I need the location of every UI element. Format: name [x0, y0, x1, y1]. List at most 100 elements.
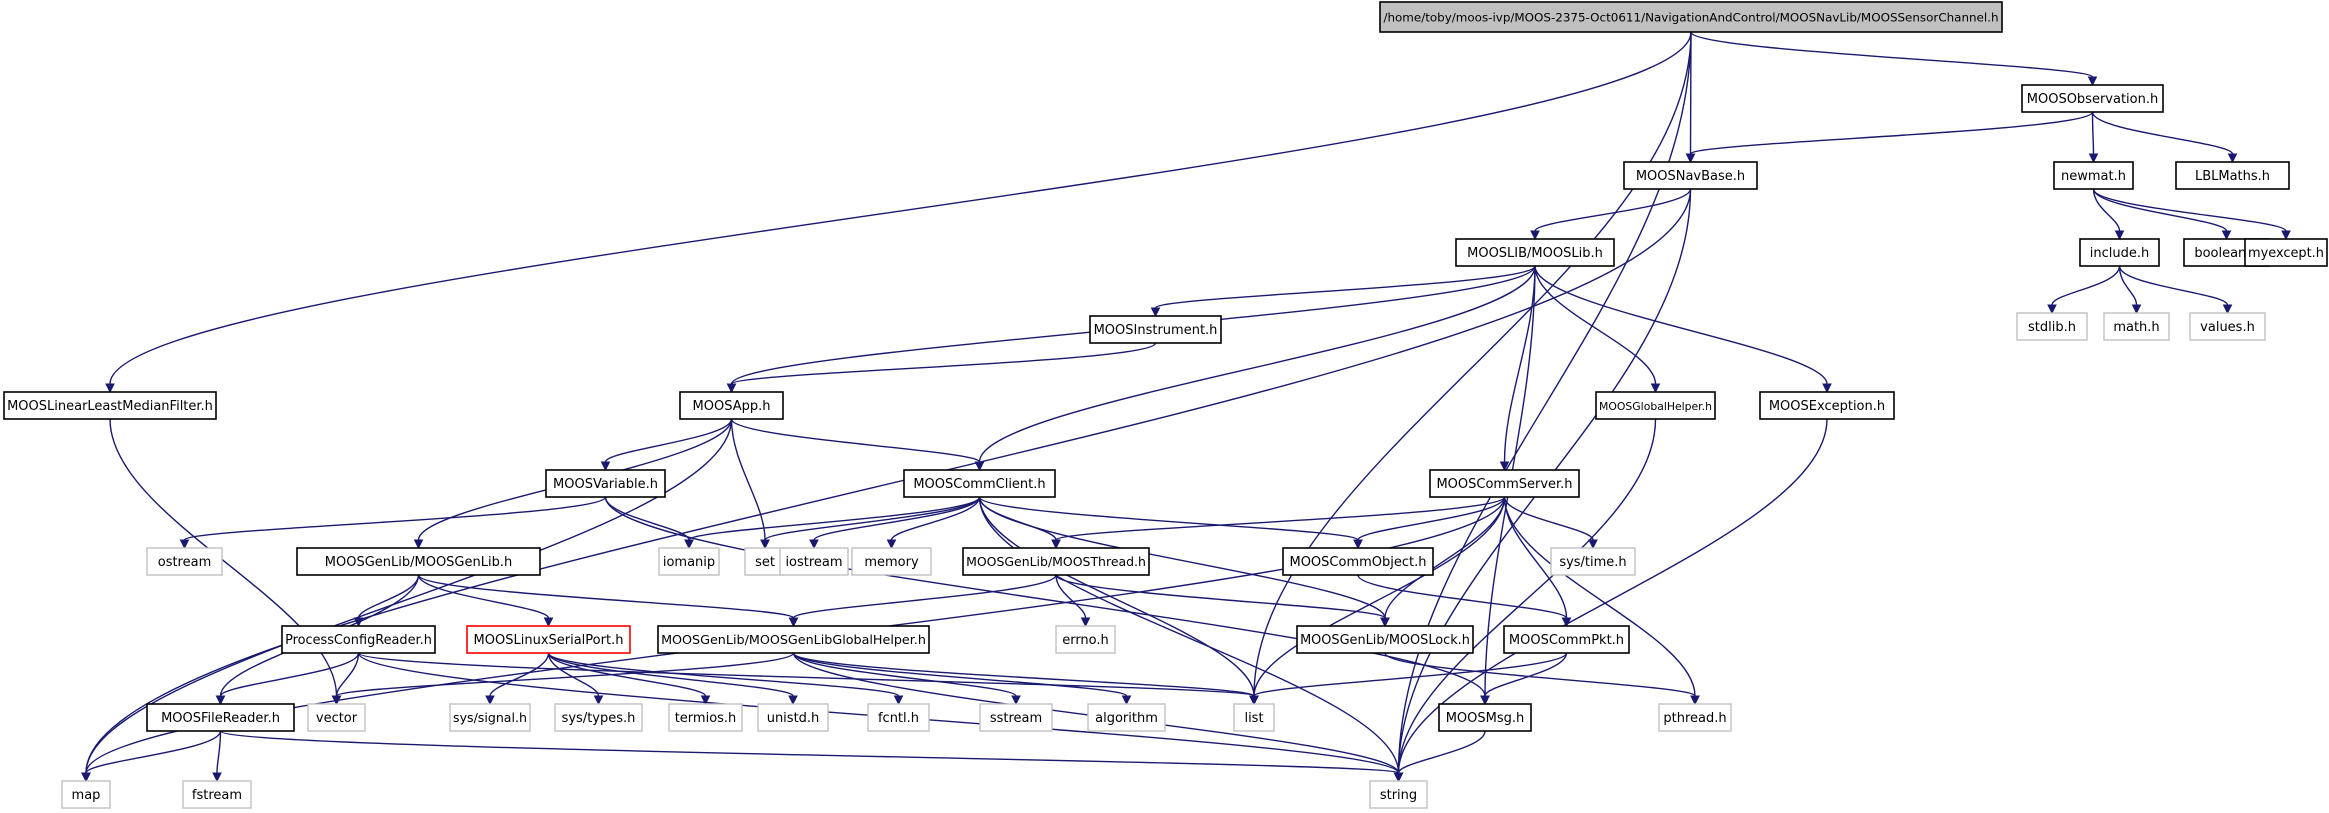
node-box-genlib[interactable]	[296, 547, 541, 576]
node-msg[interactable]: MOOSMsg.h	[1438, 703, 1532, 732]
node-box-pcr[interactable]	[281, 625, 436, 654]
node-box-math[interactable]	[2103, 312, 2170, 341]
node-box-unistd[interactable]	[757, 703, 829, 732]
node-box-syssignal[interactable]	[449, 703, 531, 732]
node-box-errno[interactable]	[1055, 625, 1116, 654]
node-box-string[interactable]	[1369, 780, 1428, 809]
node-box-msg[interactable]	[1438, 703, 1532, 732]
node-box-var[interactable]	[545, 469, 666, 498]
node-mooslib[interactable]: MOOSLIB/MOOSLib.h	[1455, 238, 1615, 267]
node-math[interactable]: math.h	[2103, 312, 2170, 341]
node-box-map[interactable]	[61, 780, 111, 809]
node-box-llmf[interactable]	[3, 391, 217, 420]
node-lock[interactable]: MOOSGenLib/MOOSLock.h	[1296, 625, 1474, 654]
node-box-list[interactable]	[1233, 703, 1275, 732]
node-box-pkt[interactable]	[1503, 625, 1630, 654]
node-app[interactable]: MOOSApp.h	[679, 391, 784, 420]
node-box-client[interactable]	[903, 469, 1056, 498]
node-box-fstream[interactable]	[182, 780, 252, 809]
node-client[interactable]: MOOSCommClient.h	[903, 469, 1056, 498]
node-exc[interactable]: MOOSException.h	[1759, 391, 1895, 420]
node-systypes[interactable]: sys/types.h	[554, 703, 643, 732]
node-box-vector[interactable]	[307, 703, 366, 732]
node-gghelp[interactable]: MOOSGenLib/MOOSGenLibGlobalHelper.h	[657, 625, 930, 654]
node-box-root[interactable]	[1379, 1, 2003, 33]
node-box-serial[interactable]	[466, 625, 631, 654]
node-box-mooslib[interactable]	[1455, 238, 1615, 267]
node-filereader[interactable]: MOOSFileReader.h	[146, 703, 295, 732]
node-box-fcntl[interactable]	[867, 703, 930, 732]
node-box-app[interactable]	[679, 391, 784, 420]
node-genlib[interactable]: MOOSGenLib/MOOSGenLib.h	[296, 547, 541, 576]
node-values[interactable]: values.h	[2189, 312, 2266, 341]
node-box-instr[interactable]	[1089, 315, 1222, 344]
node-globhelp[interactable]: MOOSGlobalHelper.h	[1595, 391, 1716, 420]
node-box-thread[interactable]	[962, 547, 1150, 576]
node-myexcept[interactable]: myexcept.h	[2244, 238, 2328, 267]
node-ostream[interactable]: ostream	[146, 547, 223, 576]
node-pcr[interactable]: ProcessConfigReader.h	[281, 625, 436, 654]
node-box-sstream[interactable]	[979, 703, 1053, 732]
node-box-systime[interactable]	[1550, 547, 1636, 576]
node-box-ostream[interactable]	[146, 547, 223, 576]
node-box-systypes[interactable]	[554, 703, 643, 732]
node-box-include[interactable]	[2079, 238, 2160, 267]
node-box-memory[interactable]	[851, 547, 932, 576]
node-iostream[interactable]: iostream	[779, 547, 849, 576]
node-fstream[interactable]: fstream	[182, 780, 252, 809]
node-box-iostream[interactable]	[779, 547, 849, 576]
node-box-lbl[interactable]	[2175, 161, 2290, 190]
node-box-lock[interactable]	[1296, 625, 1474, 654]
node-box-exc[interactable]	[1759, 391, 1895, 420]
node-server[interactable]: MOOSCommServer.h	[1429, 469, 1580, 498]
node-box-filereader[interactable]	[146, 703, 295, 732]
node-root[interactable]: /home/toby/moos-ivp/MOOS-2375-Oct0611/Na…	[1379, 1, 2003, 33]
node-vector[interactable]: vector	[307, 703, 366, 732]
node-fcntl[interactable]: fcntl.h	[867, 703, 930, 732]
node-pkt[interactable]: MOOSCommPkt.h	[1503, 625, 1630, 654]
node-box-navbase[interactable]	[1623, 161, 1758, 190]
node-termios[interactable]: termios.h	[668, 703, 743, 732]
node-box-newmat[interactable]	[2053, 161, 2134, 190]
node-box-stdlib[interactable]	[2016, 312, 2088, 341]
node-instr[interactable]: MOOSInstrument.h	[1089, 315, 1222, 344]
node-box-termios[interactable]	[668, 703, 743, 732]
node-string[interactable]: string	[1369, 780, 1428, 809]
node-box-iomanip[interactable]	[658, 547, 720, 576]
node-navbase[interactable]: MOOSNavBase.h	[1623, 161, 1758, 190]
node-unistd[interactable]: unistd.h	[757, 703, 829, 732]
node-box-pthread[interactable]	[1658, 703, 1732, 732]
edge-gghelp-to-sstream	[792, 652, 1017, 697]
node-llmf[interactable]: MOOSLinearLeastMedianFilter.h	[3, 391, 217, 420]
node-box-gghelp[interactable]	[657, 625, 930, 654]
node-pthread[interactable]: pthread.h	[1658, 703, 1732, 732]
node-map[interactable]: map	[61, 780, 111, 809]
node-include[interactable]: include.h	[2079, 238, 2160, 267]
node-thread[interactable]: MOOSGenLib/MOOSThread.h	[962, 547, 1150, 576]
node-stdlib[interactable]: stdlib.h	[2016, 312, 2088, 341]
node-newmat[interactable]: newmat.h	[2053, 161, 2134, 190]
node-systime[interactable]: sys/time.h	[1550, 547, 1636, 576]
node-memory[interactable]: memory	[851, 547, 932, 576]
edge-client-to-string	[978, 496, 1400, 774]
node-box-server[interactable]	[1429, 469, 1580, 498]
node-syssignal[interactable]: sys/signal.h	[449, 703, 531, 732]
node-box-algorithm[interactable]	[1087, 703, 1166, 732]
node-box-myexcept[interactable]	[2244, 238, 2328, 267]
node-var[interactable]: MOOSVariable.h	[545, 469, 666, 498]
node-obs[interactable]: MOOSObservation.h	[2021, 84, 2164, 113]
node-box-values[interactable]	[2189, 312, 2266, 341]
node-box-commobj[interactable]	[1282, 547, 1434, 576]
node-serial[interactable]: MOOSLinuxSerialPort.h	[466, 625, 631, 654]
node-iomanip[interactable]: iomanip	[658, 547, 720, 576]
edge-thread-to-lock	[1055, 574, 1386, 619]
node-commobj[interactable]: MOOSCommObject.h	[1282, 547, 1434, 576]
node-errno[interactable]: errno.h	[1055, 625, 1116, 654]
node-sstream[interactable]: sstream	[979, 703, 1053, 732]
node-list[interactable]: list	[1233, 703, 1275, 732]
node-box-globhelp[interactable]	[1595, 391, 1716, 420]
node-box-obs[interactable]	[2021, 84, 2164, 113]
node-lbl[interactable]: LBLMaths.h	[2175, 161, 2290, 190]
node-algorithm[interactable]: algorithm	[1087, 703, 1166, 732]
node-set[interactable]: set	[744, 547, 786, 576]
